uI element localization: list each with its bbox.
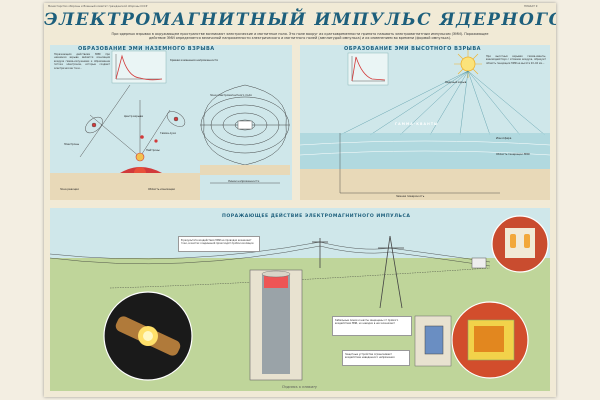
poster: Министерство обороны и Военный комитет г… <box>44 3 556 397</box>
high-burst-text: При высотных взрывах гамма-кванты, взаим… <box>486 55 546 65</box>
label-field-lines: Линии напряженности <box>228 180 260 183</box>
high-burst-diagram <box>300 50 550 200</box>
label-nuclear-burst: Ядерный взрыв <box>445 81 467 84</box>
damage-title: ПОРАЖАЮЩЕЕ ДЕЙСТВИЕ ЭЛЕКТРОМАГНИТНОГО ИМ… <box>222 214 411 219</box>
label-ionosphere: Ионосфера <box>496 137 512 140</box>
label-earth: Земная поверхность <box>396 195 425 198</box>
ground-burst-text: Поражающим действием ЭМИ при наземном вз… <box>54 53 110 70</box>
ground-burst-diagram <box>50 50 290 200</box>
intro-text: При ядерных взрывах в окружающем простра… <box>111 32 489 41</box>
label-neutrons: Нейтроны <box>146 149 160 152</box>
header-plate-number: ПЛАКАТ 9 <box>524 5 538 8</box>
handwritten-note: Подпись к плакату <box>282 385 318 389</box>
damage-scene-illustration <box>50 208 550 391</box>
label-reaction-zone: Зона реакции <box>60 188 79 191</box>
poster-title: ЭЛЕКТРОМАГНИТНЫЙ ИМПУЛЬС ЯДЕРНОГО ВЗРЫВА <box>44 10 556 30</box>
ground-burst-panel: ОБРАЗОВАНИЕ ЭМИ НАЗЕМНОГО ВЗРЫВА Поражаю… <box>50 45 292 200</box>
header-note: Министерство обороны и Военный комитет г… <box>48 5 148 8</box>
label-gamma-quanta: Г А М М А - К В А Н Т Ы <box>395 122 438 126</box>
label-gamma: Гамма-лучи <box>160 132 177 135</box>
ground-burst-title: ОБРАЗОВАНИЕ ЭМИ НАЗЕМНОГО ВЗРЫВА <box>78 46 215 52</box>
callout-cables: Кабельные линии и шахты защищены от прям… <box>332 316 412 336</box>
label-curve: Кривая изменения напряженности <box>170 59 219 62</box>
high-burst-panel: ОБРАЗОВАНИЕ ЭМИ ВЫСОТНОГО ВЗРЫВА <box>300 45 550 200</box>
callout-protection: Защитные устройства ограничивают воздейс… <box>342 350 410 366</box>
damage-scene: ПОРАЖАЮЩЕЕ ДЕЙСТВИЕ ЭЛЕКТРОМАГНИТНОГО ИМ… <box>50 208 550 391</box>
callout-wires: В результате воздействия ЭМИ на проводах… <box>178 236 260 252</box>
high-burst-title: ОБРАЗОВАНИЕ ЭМИ ВЫСОТНОГО ВЗРЫВА <box>344 46 481 52</box>
label-electrons: Электроны <box>64 143 80 146</box>
label-center: Центр взрыва <box>124 115 144 118</box>
label-ionization: Область ионизации <box>148 188 175 191</box>
label-em-field: Зона электромагнитного поля <box>210 94 252 97</box>
label-generation: Область генерации ЭМИ <box>496 153 530 156</box>
